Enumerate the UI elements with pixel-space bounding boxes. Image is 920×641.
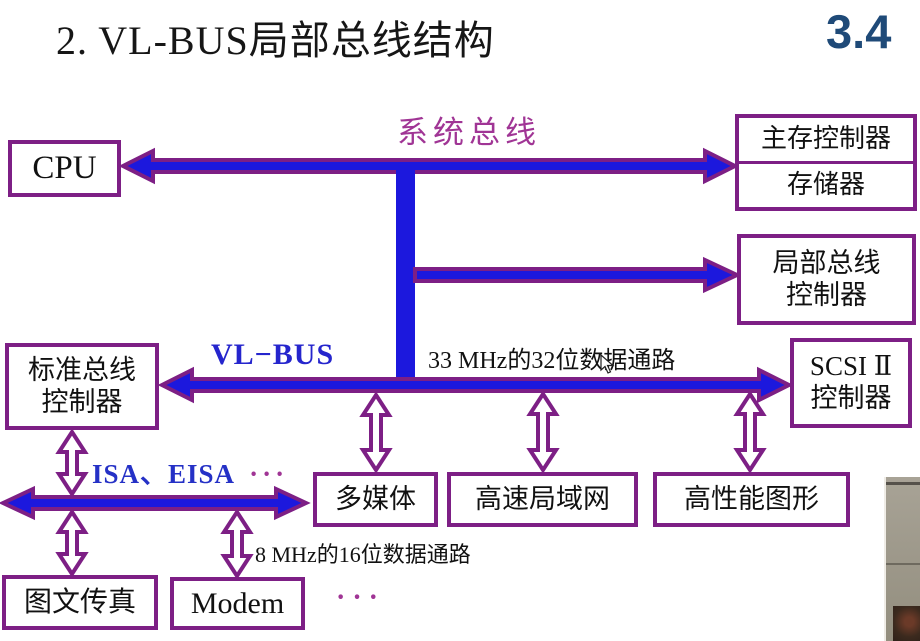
isa-datapath-note: 8 MHz的16位数据通路 — [255, 542, 471, 567]
multimedia-box: 多媒体 — [313, 472, 438, 527]
isa-fax-link-arrow — [55, 508, 89, 578]
isa-bus-arrow — [0, 485, 311, 521]
memory-cell: 存储器 — [739, 161, 913, 207]
vlbus-graphics-link-arrow — [733, 390, 767, 474]
isa-modem-link-arrow — [220, 508, 254, 580]
cpu-label: CPU — [32, 150, 97, 187]
high-performance-graphics-label: 高性能图形 — [684, 483, 819, 514]
webcam-overlay — [884, 477, 920, 641]
isa-ellipsis: ··· — [249, 459, 289, 489]
vl-bus-datapath-note: 33 MHz的32位数据通路 — [428, 348, 676, 374]
local-bus-controller-box: 局部总线 控制器 — [737, 234, 916, 325]
slide-title: 2. VL-BUS局部总线结构 — [56, 18, 495, 63]
high-speed-lan-label: 高速局域网 — [475, 483, 610, 514]
modem-box: Modem — [170, 577, 305, 630]
vlbus-lan-link-arrow — [526, 390, 560, 474]
high-speed-lan-box: 高速局域网 — [447, 472, 638, 527]
isa-bus-label: ISA、EISA ··· — [92, 452, 288, 491]
system-bus-arrow — [118, 147, 740, 185]
webcam-wall-line-2 — [886, 563, 920, 565]
fax-box: 图文传真 — [2, 575, 158, 630]
memory-controller-box: 主存控制器 存储器 — [735, 114, 917, 211]
standard-bus-controller-label-1: 标准总线 — [28, 354, 136, 385]
fax-label: 图文传真 — [23, 586, 136, 618]
modem-label: Modem — [190, 586, 285, 620]
memory-label: 存储器 — [786, 170, 865, 200]
scsi-controller-box: SCSI Ⅱ 控制器 — [790, 338, 912, 428]
stdctrl-isa-link-arrow — [55, 428, 89, 498]
standard-bus-controller-box: 标准总线 控制器 — [5, 343, 159, 430]
modem-ellipsis: ··· — [336, 582, 386, 613]
isa-bus-label-text: ISA、EISA — [92, 459, 236, 489]
webcam-person-head — [893, 606, 920, 641]
section-number: 3.4 — [826, 5, 892, 58]
memory-controller-label: 主存控制器 — [760, 124, 891, 154]
vlbus-multimedia-link-arrow — [359, 391, 393, 474]
bus-trunk-line — [396, 170, 415, 392]
multimedia-label: 多媒体 — [335, 483, 416, 514]
memory-controller-cell: 主存控制器 — [739, 118, 913, 161]
vl-bus-label: VL−BUS — [211, 338, 335, 371]
scsi-controller-label-2: 控制器 — [810, 383, 892, 413]
high-performance-graphics-box: 高性能图形 — [653, 472, 850, 527]
vl-bus-arrow — [157, 366, 794, 404]
scsi-controller-label-1: SCSI Ⅱ — [809, 351, 893, 382]
system-bus-label: 系统总线 — [397, 115, 541, 150]
local-bus-controller-label-1: 局部总线 — [772, 247, 881, 278]
webcam-wall-line — [886, 482, 920, 485]
cpu-box: CPU — [8, 140, 121, 197]
local-bus-ctrl-arrow — [413, 256, 742, 294]
mouse-cursor-icon — [600, 354, 615, 374]
local-bus-controller-label-2: 控制器 — [786, 279, 867, 310]
standard-bus-controller-label-2: 控制器 — [41, 386, 123, 417]
